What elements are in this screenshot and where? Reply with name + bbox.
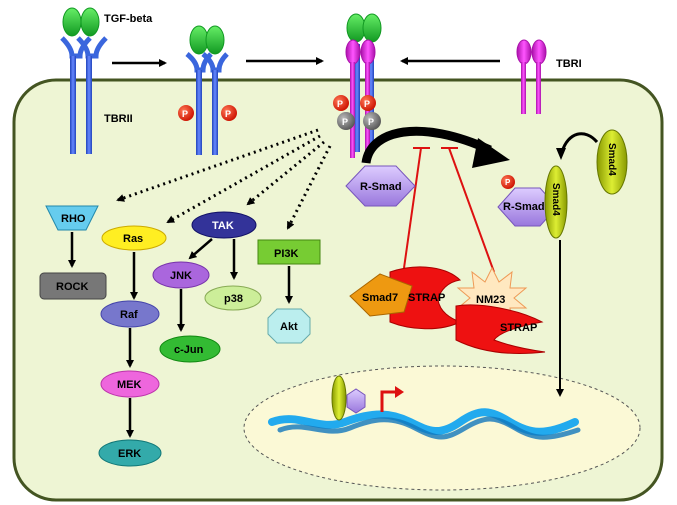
arrow-smad-translocation bbox=[361, 126, 492, 164]
inhibition-lines bbox=[403, 147, 495, 273]
phospho-label: P bbox=[337, 99, 343, 109]
phospho-label: P bbox=[505, 178, 511, 187]
nuclear-smad-complex bbox=[331, 375, 366, 421]
r-smad-label: R-Smad bbox=[360, 181, 402, 193]
phospho-label: P bbox=[342, 117, 348, 127]
phospho-label: P bbox=[368, 117, 374, 127]
strap-shape-2 bbox=[455, 304, 546, 354]
raf-node bbox=[100, 300, 160, 328]
transcription-start-arrow-icon bbox=[380, 390, 396, 412]
receptor-complex bbox=[333, 13, 382, 158]
smad7-strap-complex bbox=[349, 266, 462, 330]
cjun-label: c-Jun bbox=[174, 344, 204, 356]
ras-label: Ras bbox=[123, 233, 143, 245]
cjun-node bbox=[159, 335, 221, 363]
smad4-free-node bbox=[596, 129, 628, 195]
r-smad-complex-label: R-Smad bbox=[503, 201, 545, 213]
rho-label: RHO bbox=[61, 213, 86, 225]
r-smad-node bbox=[345, 165, 416, 207]
jnk-node bbox=[152, 261, 210, 289]
tbrii-receptor-1 bbox=[60, 36, 108, 154]
tbri-label: TBRI bbox=[556, 58, 582, 70]
strap-label-1: STRAP bbox=[408, 292, 445, 304]
arrow-smad4-binding bbox=[560, 132, 599, 153]
tbrii-receptor-2 bbox=[178, 25, 237, 155]
tbri-receptor bbox=[516, 39, 547, 114]
tbrii-label: TBRII bbox=[104, 113, 133, 125]
rock-node bbox=[39, 272, 107, 300]
rho-node bbox=[45, 205, 99, 231]
non-smad-arrows bbox=[116, 128, 332, 230]
smad7-label: Smad7 bbox=[362, 292, 398, 304]
phospho-label: P bbox=[225, 109, 231, 119]
phospho-label: P bbox=[182, 109, 188, 119]
akt-label: Akt bbox=[280, 321, 298, 333]
raf-label: Raf bbox=[120, 309, 138, 321]
pi3k-label: PI3K bbox=[274, 248, 299, 260]
mek-label: MEK bbox=[117, 379, 142, 391]
rock-label: ROCK bbox=[56, 281, 88, 293]
tak-node bbox=[191, 211, 257, 239]
phospho-label: P bbox=[364, 99, 370, 109]
ras-node bbox=[101, 225, 167, 251]
p38-node bbox=[204, 285, 262, 311]
phospho-site bbox=[178, 105, 194, 121]
tak-label: TAK bbox=[212, 220, 234, 232]
dna-strand bbox=[268, 408, 581, 440]
jnk-label: JNK bbox=[170, 270, 192, 282]
erk-label: ERK bbox=[118, 448, 141, 460]
nm23-label: NM23 bbox=[476, 294, 505, 306]
mek-node bbox=[100, 370, 160, 398]
erk-node bbox=[98, 439, 162, 467]
smad4-free-label: Smad4 bbox=[606, 143, 617, 176]
pi3k-node bbox=[257, 239, 321, 265]
tgf-beta-label: TGF-beta bbox=[104, 13, 153, 25]
smad4-complex-label: Smad4 bbox=[550, 183, 561, 216]
r-smad-smad4-complex bbox=[497, 165, 568, 239]
p38-label: p38 bbox=[224, 293, 243, 305]
phospho-site bbox=[221, 105, 237, 121]
tgf-beta-ligand bbox=[62, 7, 100, 37]
akt-node bbox=[267, 308, 311, 344]
strap-label-2: STRAP bbox=[500, 322, 537, 334]
